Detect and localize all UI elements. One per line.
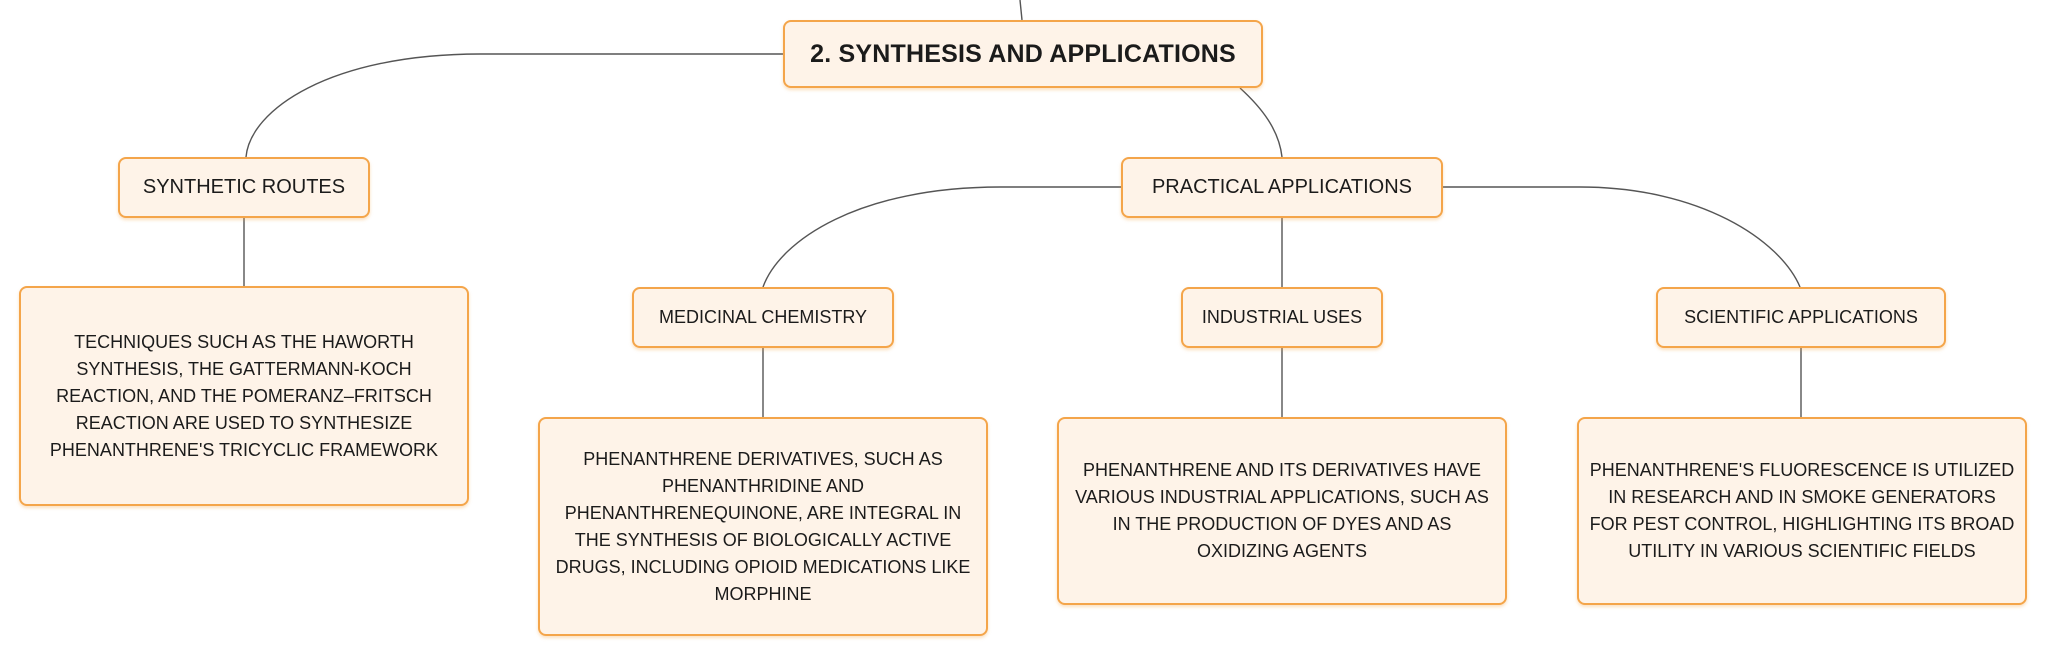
practical-applications-label: PRACTICAL APPLICATIONS <box>1151 176 1413 198</box>
industrial-uses-description-node[interactable]: PHENANTHRENE AND ITS DERIVATIVES HAVE VA… <box>1057 417 1507 605</box>
scientific-applications-label: SCIENTIFIC APPLICATIONS <box>1684 307 1918 327</box>
practical-applications-node[interactable]: PRACTICAL APPLICATIONS <box>1121 157 1443 218</box>
industrial-uses-label: INDUSTRIAL USES <box>1201 307 1363 327</box>
medicinal-chemistry-label: MEDICINAL CHEMISTRY <box>658 307 868 327</box>
synthetic-routes-label: SYNTHETIC ROUTES <box>142 176 346 198</box>
root-topic-label: 2. SYNTHESIS AND APPLICATIONS <box>810 39 1236 68</box>
connector-practical-to-scientific <box>1443 186 1801 288</box>
medicinal-chemistry-description-node[interactable]: PHENANTHRENE DERIVATIVES, SUCH AS PHENAN… <box>538 417 988 636</box>
connector-root-to-practical-applications <box>1239 87 1283 158</box>
medicinal-chemistry-node[interactable]: MEDICINAL CHEMISTRY <box>632 287 894 348</box>
synthetic-routes-description-node[interactable]: TECHNIQUES SUCH AS THE HAWORTH SYNTHESIS… <box>19 286 469 506</box>
connector-practical-to-medicinal <box>762 186 1121 288</box>
scientific-applications-node[interactable]: SCIENTIFIC APPLICATIONS <box>1656 287 1946 348</box>
synthetic-routes-description: TECHNIQUES SUCH AS THE HAWORTH SYNTHESIS… <box>49 331 439 460</box>
scientific-applications-description: PHENANTHRENE'S FLUORESCENCE IS UTILIZED … <box>1589 460 2015 561</box>
industrial-uses-node[interactable]: INDUSTRIAL USES <box>1181 287 1383 348</box>
connector-from-parent <box>1019 0 1023 21</box>
scientific-applications-description-node[interactable]: PHENANTHRENE'S FLUORESCENCE IS UTILIZED … <box>1577 417 2027 605</box>
root-topic-node[interactable]: 2. SYNTHESIS AND APPLICATIONS <box>783 20 1263 88</box>
industrial-uses-description: PHENANTHRENE AND ITS DERIVATIVES HAVE VA… <box>1075 460 1489 561</box>
synthetic-routes-node[interactable]: SYNTHETIC ROUTES <box>118 157 370 218</box>
medicinal-chemistry-description: PHENANTHRENE DERIVATIVES, SUCH AS PHENAN… <box>555 448 971 604</box>
connector-root-to-synthetic-routes <box>245 53 783 158</box>
